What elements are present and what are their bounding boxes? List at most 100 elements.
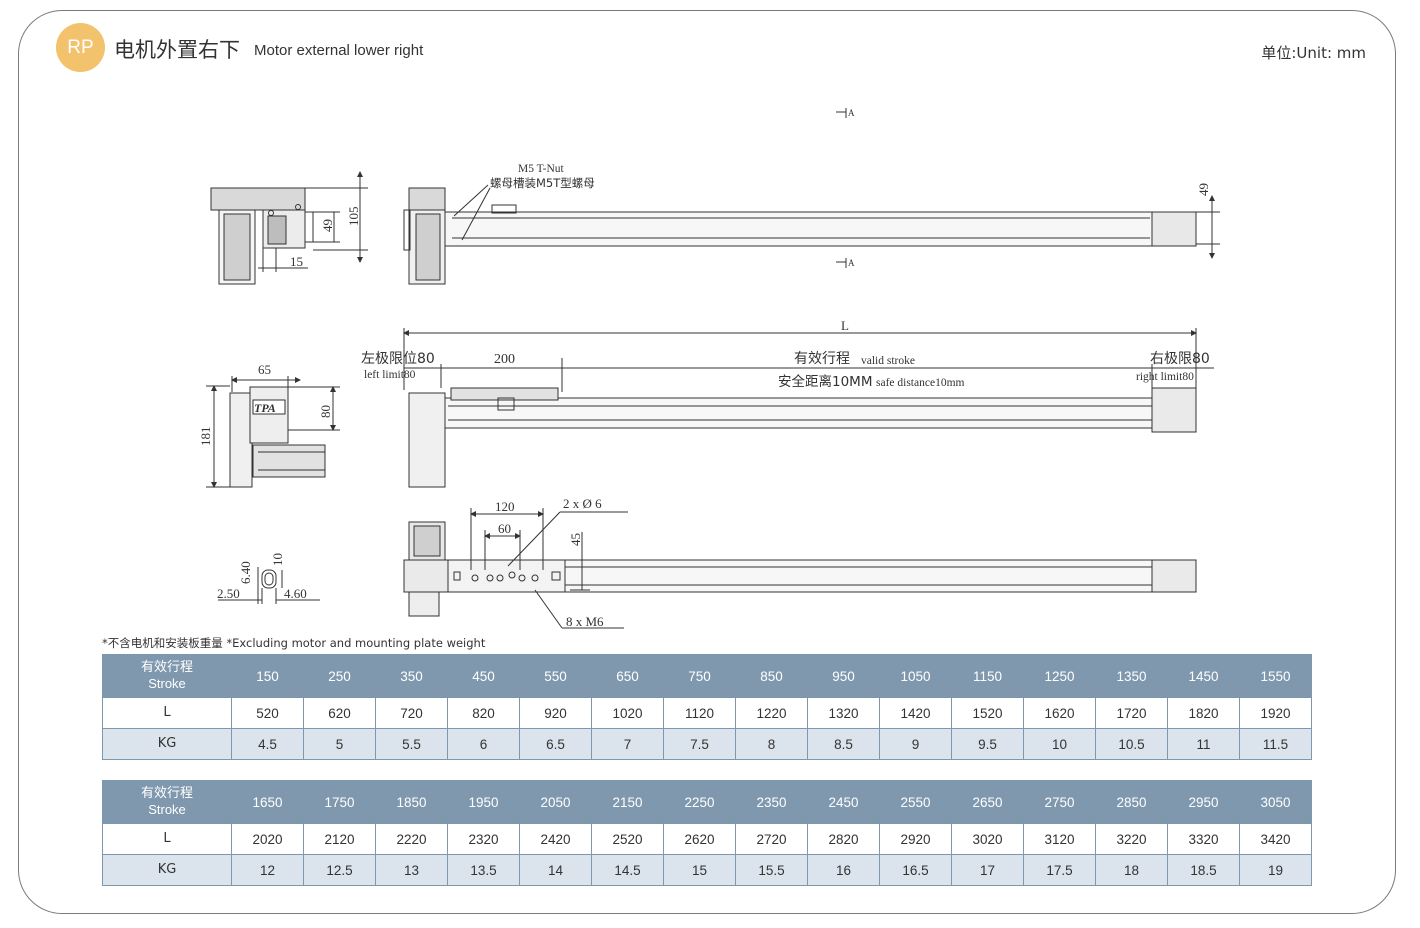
table-cell: 11 — [1167, 728, 1240, 760]
dim-105: 105 — [346, 207, 361, 227]
left-limit-cn: 左极限位80 — [361, 351, 435, 367]
table-cell: 1850 — [375, 780, 448, 824]
stroke-header-en: Stroke — [148, 802, 186, 817]
table-cell: 820 — [447, 697, 520, 729]
weight-header: KG — [102, 728, 232, 760]
dim-49-top: 49 — [1196, 183, 1211, 196]
table-cell: 2250 — [663, 780, 736, 824]
table-cell: 2750 — [1023, 780, 1096, 824]
table-cell: 950 — [807, 654, 880, 698]
table-cell: 1150 — [951, 654, 1024, 698]
table-cell: 9.5 — [951, 728, 1024, 760]
holes-8xM6: 8 x M6 — [566, 614, 604, 629]
table-cell: 15.5 — [735, 854, 808, 886]
side-view-top — [210, 171, 368, 285]
table-cell: 1720 — [1095, 697, 1168, 729]
section-marker-top: A — [848, 108, 855, 118]
weight-note: *不含电机和安装板重量 *Excluding motor and mountin… — [102, 636, 486, 650]
front-view — [403, 328, 1214, 488]
dim-181: 181 — [198, 427, 213, 447]
top-view — [403, 108, 1220, 285]
table-cell: 650 — [591, 654, 664, 698]
table-cell: 7.5 — [663, 728, 736, 760]
table-cell: 850 — [735, 654, 808, 698]
table-cell: 2420 — [519, 823, 592, 855]
table-cell: 1620 — [1023, 697, 1096, 729]
table-cell: 7 — [591, 728, 664, 760]
table-cell: 1320 — [807, 697, 880, 729]
table-cell: 3050 — [1239, 780, 1312, 824]
table-cell: 350 — [375, 654, 448, 698]
table-cell: 150 — [231, 654, 304, 698]
table-cell: 2320 — [447, 823, 520, 855]
left-limit-en: left limit80 — [364, 369, 416, 381]
table-cell: 2220 — [375, 823, 448, 855]
stroke-header-cn: 有效行程 — [140, 786, 193, 801]
table-cell: 2620 — [663, 823, 736, 855]
table-cell: 250 — [303, 654, 376, 698]
table-cell: 3220 — [1095, 823, 1168, 855]
table-cell: 15 — [663, 854, 736, 886]
table-cell: 1520 — [951, 697, 1024, 729]
table-cell: 920 — [519, 697, 592, 729]
valid-stroke-cn: 有效行程 — [794, 351, 850, 367]
table-cell: 450 — [447, 654, 520, 698]
table-cell: 12 — [231, 854, 304, 886]
page-title-cn: 电机外置右下 — [114, 38, 240, 62]
table-cell: 2950 — [1167, 780, 1240, 824]
table-cell: 2450 — [807, 780, 880, 824]
table-cell: 1950 — [447, 780, 520, 824]
table-cell: 1020 — [591, 697, 664, 729]
nut-label-en: M5 T-Nut — [518, 163, 564, 175]
table-cell: 11.5 — [1239, 728, 1312, 760]
dim-45: 45 — [568, 533, 583, 546]
dim-60: 60 — [498, 521, 511, 536]
table-cell: 2050 — [519, 780, 592, 824]
slot-detail — [218, 567, 320, 604]
safe-distance-en: safe distance10mm — [876, 377, 965, 389]
page-title-en: Motor external lower right — [254, 42, 424, 59]
table-cell: 2150 — [591, 780, 664, 824]
table-cell: 17 — [951, 854, 1024, 886]
table-cell: 2120 — [303, 823, 376, 855]
nut-label-cn: 螺母槽装M5T型螺母 — [490, 176, 595, 190]
table-cell: 3120 — [1023, 823, 1096, 855]
table-cell: 1920 — [1239, 697, 1312, 729]
bottom-view — [403, 508, 1197, 629]
table-cell: 2850 — [1095, 780, 1168, 824]
table-cell: 2720 — [735, 823, 808, 855]
table-cell: 520 — [231, 697, 304, 729]
table-cell: 18.5 — [1167, 854, 1240, 886]
table-cell: 12.5 — [303, 854, 376, 886]
table-cell: 1820 — [1167, 697, 1240, 729]
right-limit-cn: 右极限80 — [1150, 351, 1210, 367]
table-cell: 10 — [1023, 728, 1096, 760]
dim-49-side: 49 — [320, 219, 335, 232]
table-cell: 6 — [447, 728, 520, 760]
table-cell: 10.5 — [1095, 728, 1168, 760]
table-cell: 8.5 — [807, 728, 880, 760]
table-cell: 6.5 — [519, 728, 592, 760]
table-cell: 5 — [303, 728, 376, 760]
dim-80: 80 — [318, 405, 333, 418]
table-cell: 1120 — [663, 697, 736, 729]
stroke-header-cn: 有效行程 — [140, 660, 193, 675]
length-header: L — [102, 697, 232, 729]
valid-stroke-en: valid stroke — [861, 355, 915, 367]
table-cell: 1550 — [1239, 654, 1312, 698]
table-cell: 1350 — [1095, 654, 1168, 698]
slot-dim-640: 6.40 — [238, 561, 253, 584]
table-cell: 4.5 — [231, 728, 304, 760]
table-cell: 16 — [807, 854, 880, 886]
table-cell: 9 — [879, 728, 952, 760]
table-cell: 2920 — [879, 823, 952, 855]
table-cell: 14 — [519, 854, 592, 886]
section-marker-bottom: A — [848, 258, 855, 268]
